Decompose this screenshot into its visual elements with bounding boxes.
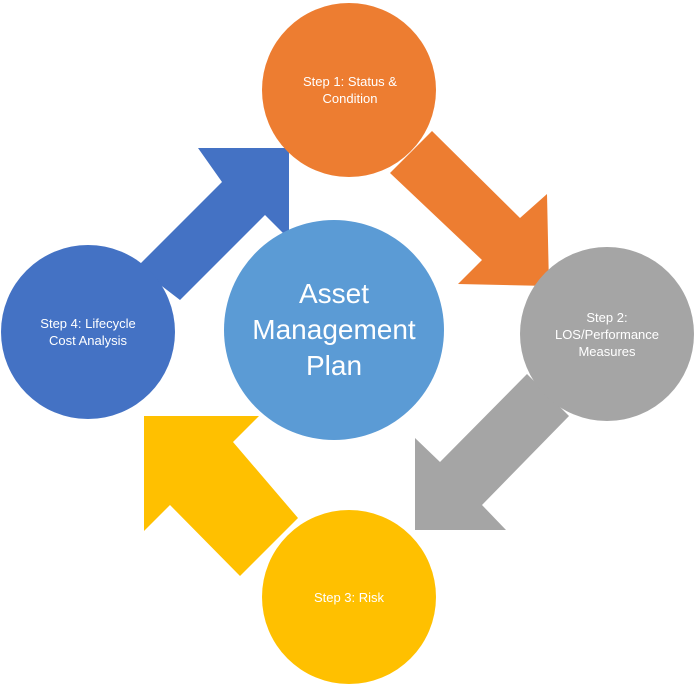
- arrow-step1-to-step2: [390, 131, 549, 286]
- step3-circle: [262, 510, 436, 684]
- arrow-step2-to-step3: [415, 374, 569, 530]
- center-label: Asset Management Plan: [252, 278, 416, 381]
- step1-circle: [262, 3, 436, 177]
- step1-label: Step 1: Status & Condition: [303, 74, 397, 106]
- step3-label: Step 3: Risk: [313, 589, 385, 605]
- step2-label: Step 2: LOS/Performance Measures: [554, 309, 660, 359]
- arrow-step4-to-step1: [137, 148, 289, 300]
- center-circle: [224, 220, 444, 440]
- step4-circle: [1, 245, 175, 419]
- step4-label: Step 4: Lifecycle Cost Analysis: [40, 316, 136, 348]
- arrow-step3-to-step4: [144, 416, 298, 576]
- step2-circle: [520, 247, 694, 421]
